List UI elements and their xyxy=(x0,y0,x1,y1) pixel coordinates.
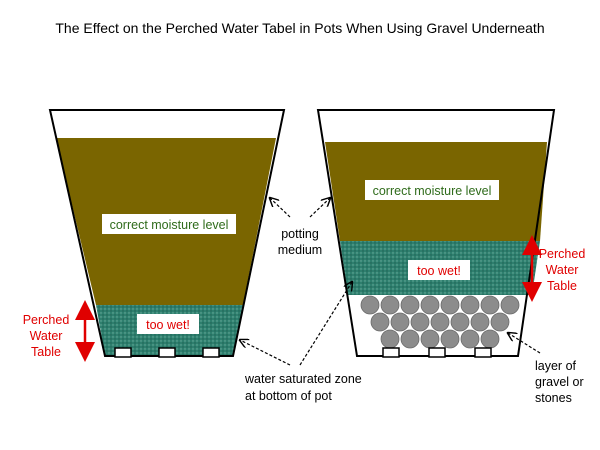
gravel-label-line3: stones xyxy=(535,391,572,405)
left-perched-indicator: Perched Water Table xyxy=(23,300,95,362)
left-drain-hole xyxy=(114,347,132,358)
gravel-stone xyxy=(410,312,430,332)
gravel-stone xyxy=(490,312,510,332)
gravel-stone xyxy=(430,312,450,332)
gravel-stone xyxy=(460,329,480,349)
gravel-layer xyxy=(360,295,520,349)
gravel-stone xyxy=(460,295,480,315)
right-perched-label-line1: Perched xyxy=(539,247,586,261)
saturated-zone-annotation: water saturated zone at bottom of pot xyxy=(240,282,362,403)
left-wet-label: too wet! xyxy=(146,318,190,332)
gravel-label-line2: gravel or xyxy=(535,375,584,389)
potting-medium-label-line2: medium xyxy=(278,243,322,257)
saturated-zone-arrow-right xyxy=(299,282,352,366)
right-perched-indicator: Perched Water Table xyxy=(522,235,586,302)
right-moisture-label: correct moisture level xyxy=(373,184,492,198)
left-pot: correct moisture level too wet! xyxy=(48,109,286,358)
gravel-stone xyxy=(360,295,380,315)
gravel-stone xyxy=(450,312,470,332)
left-perched-label-line2: Water xyxy=(30,329,63,343)
saturated-zone-label-line1: water saturated zone xyxy=(244,372,362,386)
gravel-stone xyxy=(370,312,390,332)
gravel-stone xyxy=(440,295,460,315)
gravel-stone xyxy=(400,329,420,349)
gravel-stone xyxy=(500,295,520,315)
gravel-stone xyxy=(480,329,500,349)
gravel-stone xyxy=(420,329,440,349)
gravel-label-line1: layer of xyxy=(535,359,577,373)
left-perched-label-line3: Table xyxy=(31,345,61,359)
right-perched-label-line2: Water xyxy=(546,263,579,277)
potting-medium-arrow-right xyxy=(309,198,330,218)
potting-medium-arrow-left xyxy=(270,198,291,218)
right-pot-outline xyxy=(316,109,556,357)
diagram-title: The Effect on the Perched Water Tabel in… xyxy=(55,20,544,36)
left-pot-outline xyxy=(48,109,286,357)
saturated-zone-label-line2: at bottom of pot xyxy=(245,389,332,403)
left-perched-label-line1: Perched xyxy=(23,313,70,327)
saturated-zone-arrow-left xyxy=(240,340,291,366)
potting-medium-annotation: potting medium xyxy=(270,198,330,257)
left-moisture-label: correct moisture level xyxy=(110,218,229,232)
right-drain-hole xyxy=(382,347,400,358)
gravel-stone xyxy=(440,329,460,349)
gravel-stone xyxy=(400,295,420,315)
left-drain-hole xyxy=(202,347,220,358)
gravel-stone xyxy=(390,312,410,332)
right-wet-label: too wet! xyxy=(417,264,461,278)
gravel-arrow xyxy=(508,333,541,354)
gravel-stone xyxy=(380,329,400,349)
right-perched-label-line3: Table xyxy=(547,279,577,293)
right-pot: correct moisture level too wet! xyxy=(316,109,556,358)
right-drain-hole xyxy=(474,347,492,358)
gravel-stone xyxy=(380,295,400,315)
gravel-stone xyxy=(480,295,500,315)
left-drain-hole xyxy=(158,347,176,358)
right-drain-hole xyxy=(428,347,446,358)
gravel-annotation: layer of gravel or stones xyxy=(508,333,584,405)
gravel-stone xyxy=(470,312,490,332)
gravel-stone xyxy=(420,295,440,315)
potting-medium-label-line1: potting xyxy=(281,227,319,241)
